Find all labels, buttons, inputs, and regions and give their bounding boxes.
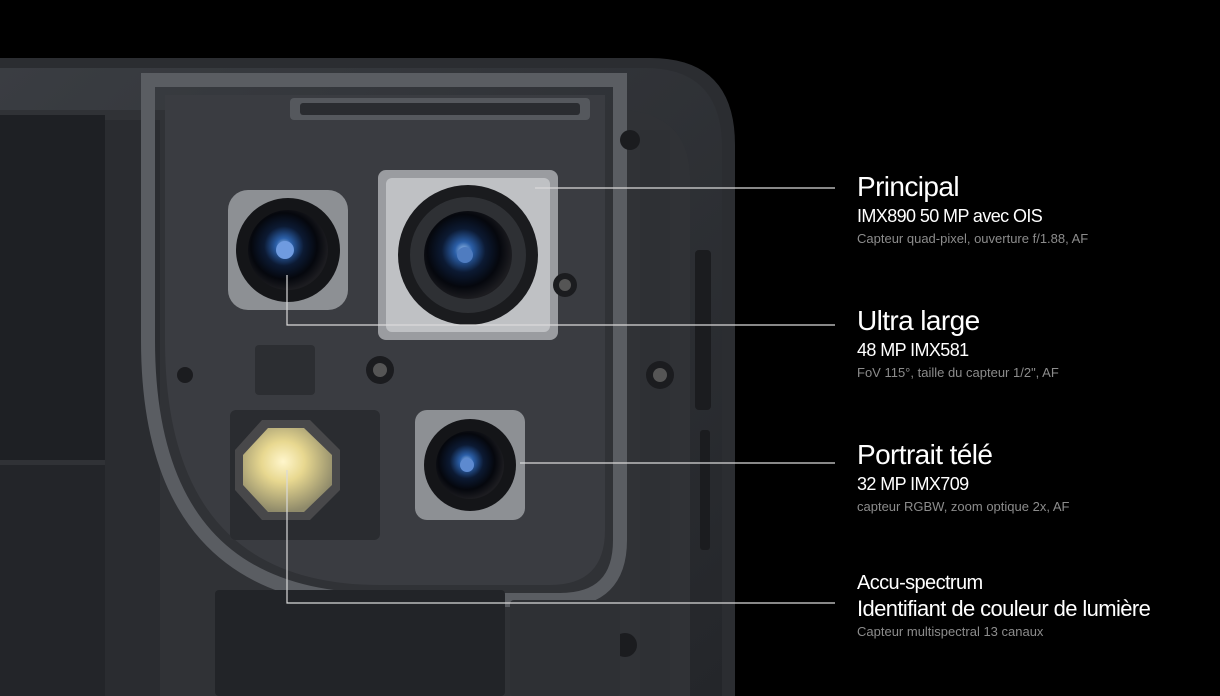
spec-main-camera: Principal IMX890 50 MP avec OIS Capteur … (857, 172, 1088, 247)
spec-ultra-wide-camera: Ultra large 48 MP IMX581 FoV 115°, taill… (857, 306, 1059, 381)
spec-title: Principal (857, 171, 960, 202)
spec-accu-spectrum: Accu-spectrum Identifiant de couleur de … (857, 572, 1151, 640)
spec-subtitle: Identifiant de couleur de lumière (857, 596, 1151, 621)
spec-subtitle: IMX890 50 MP avec OIS (857, 206, 1043, 226)
spec-subtitle: 32 MP IMX709 (857, 474, 969, 494)
spec-portrait-tele-camera: Portrait télé 32 MP IMX709 capteur RGBW,… (857, 440, 1069, 515)
spec-description: Capteur quad-pixel, ouverture f/1.88, AF (857, 231, 1089, 246)
spec-description: capteur RGBW, zoom optique 2x, AF (857, 499, 1070, 514)
spec-description: FoV 115°, taille du capteur 1/2", AF (857, 365, 1059, 380)
spec-title: Accu-spectrum (857, 572, 983, 594)
spec-title: Portrait télé (857, 439, 993, 470)
spec-subtitle: 48 MP IMX581 (857, 340, 969, 360)
spec-description: Capteur multispectral 13 canaux (857, 624, 1044, 639)
spec-title: Ultra large (857, 305, 980, 336)
